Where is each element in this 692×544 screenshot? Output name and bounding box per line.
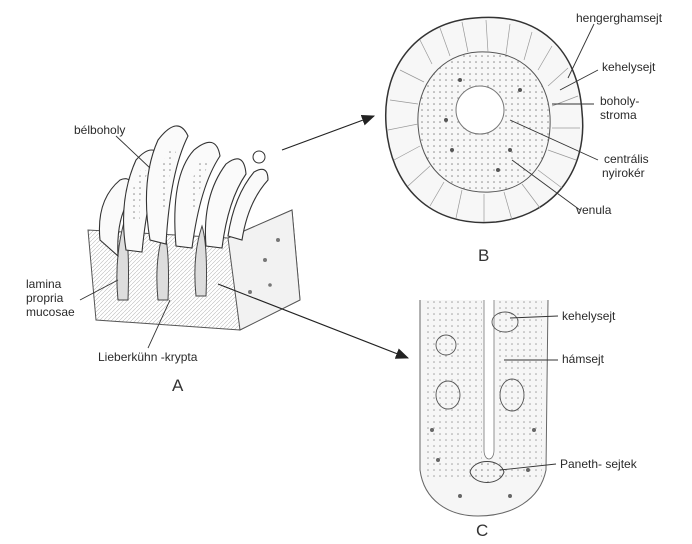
label-venula: venula xyxy=(576,203,611,217)
label-paneth-sejtek: Paneth- sejtek xyxy=(560,457,637,471)
central-lymph-vessel xyxy=(456,86,504,134)
panel-label-a: A xyxy=(172,376,183,396)
label-kehelysejt-c: kehelysejt xyxy=(562,309,615,323)
label-nyirokér: nyirokér xyxy=(602,166,645,180)
label-belboholy: bélboholy xyxy=(74,123,125,137)
label-propria: propria xyxy=(26,291,63,305)
label-boholy: boholy- xyxy=(600,94,639,108)
label-lamina: lamina xyxy=(26,277,61,291)
panel-b-villus-cross-section xyxy=(386,17,583,222)
panel-label-c: C xyxy=(476,521,488,541)
label-lieberkuhn-krypta: Lieberkühn -krypta xyxy=(98,350,197,364)
label-kehelysejt-b: kehelysejt xyxy=(602,60,655,74)
label-hamsejt: hámsejt xyxy=(562,352,604,366)
label-stroma: stroma xyxy=(600,108,637,122)
panel-c-crypt-section xyxy=(420,300,548,516)
panel-a-villi-block xyxy=(88,126,300,330)
label-mucosae: mucosae xyxy=(26,305,75,319)
label-hengerhamsejt: hengerghamsejt xyxy=(576,11,662,25)
label-centralis: centrális xyxy=(604,152,649,166)
arrow-to-panel-b xyxy=(282,116,374,150)
paneth-cells xyxy=(470,462,504,483)
panel-label-b: B xyxy=(478,246,489,266)
